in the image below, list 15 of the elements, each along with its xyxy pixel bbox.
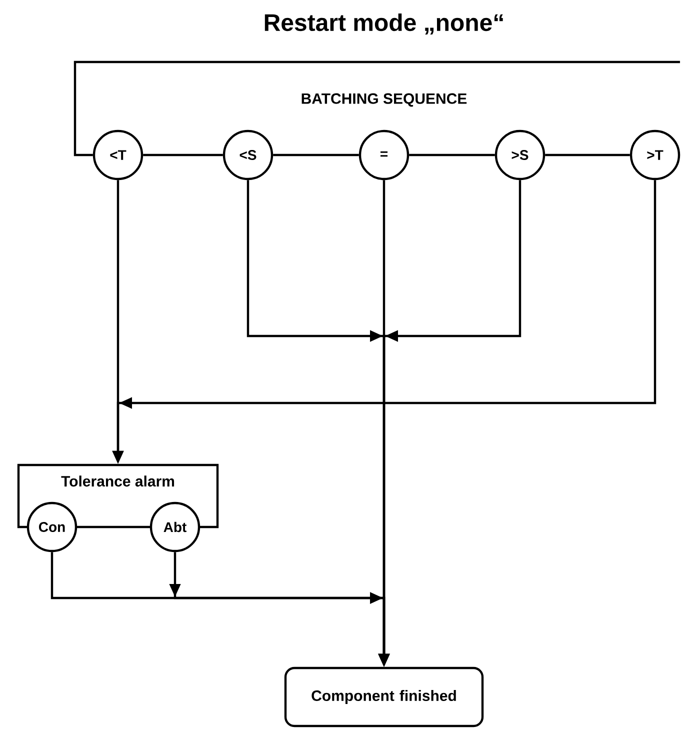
circle-node: >T	[630, 130, 680, 180]
circle-node: <S	[222, 130, 274, 180]
circle-node: Con	[26, 502, 78, 552]
circle-node: =	[358, 130, 410, 180]
end-box: Component finished	[284, 666, 484, 728]
title: Restart mode „none“	[264, 13, 503, 35]
circle-node: >S	[494, 130, 546, 180]
connector-line	[545, 154, 630, 156]
section-heading: BATCHING SEQUENCE	[302, 93, 467, 107]
loop-line	[74, 60, 680, 156]
circle-node: <T	[92, 130, 144, 180]
circle-node: Abt	[150, 502, 200, 552]
connector-line	[143, 154, 223, 156]
connector-line	[273, 154, 359, 156]
connector-line	[409, 154, 495, 156]
